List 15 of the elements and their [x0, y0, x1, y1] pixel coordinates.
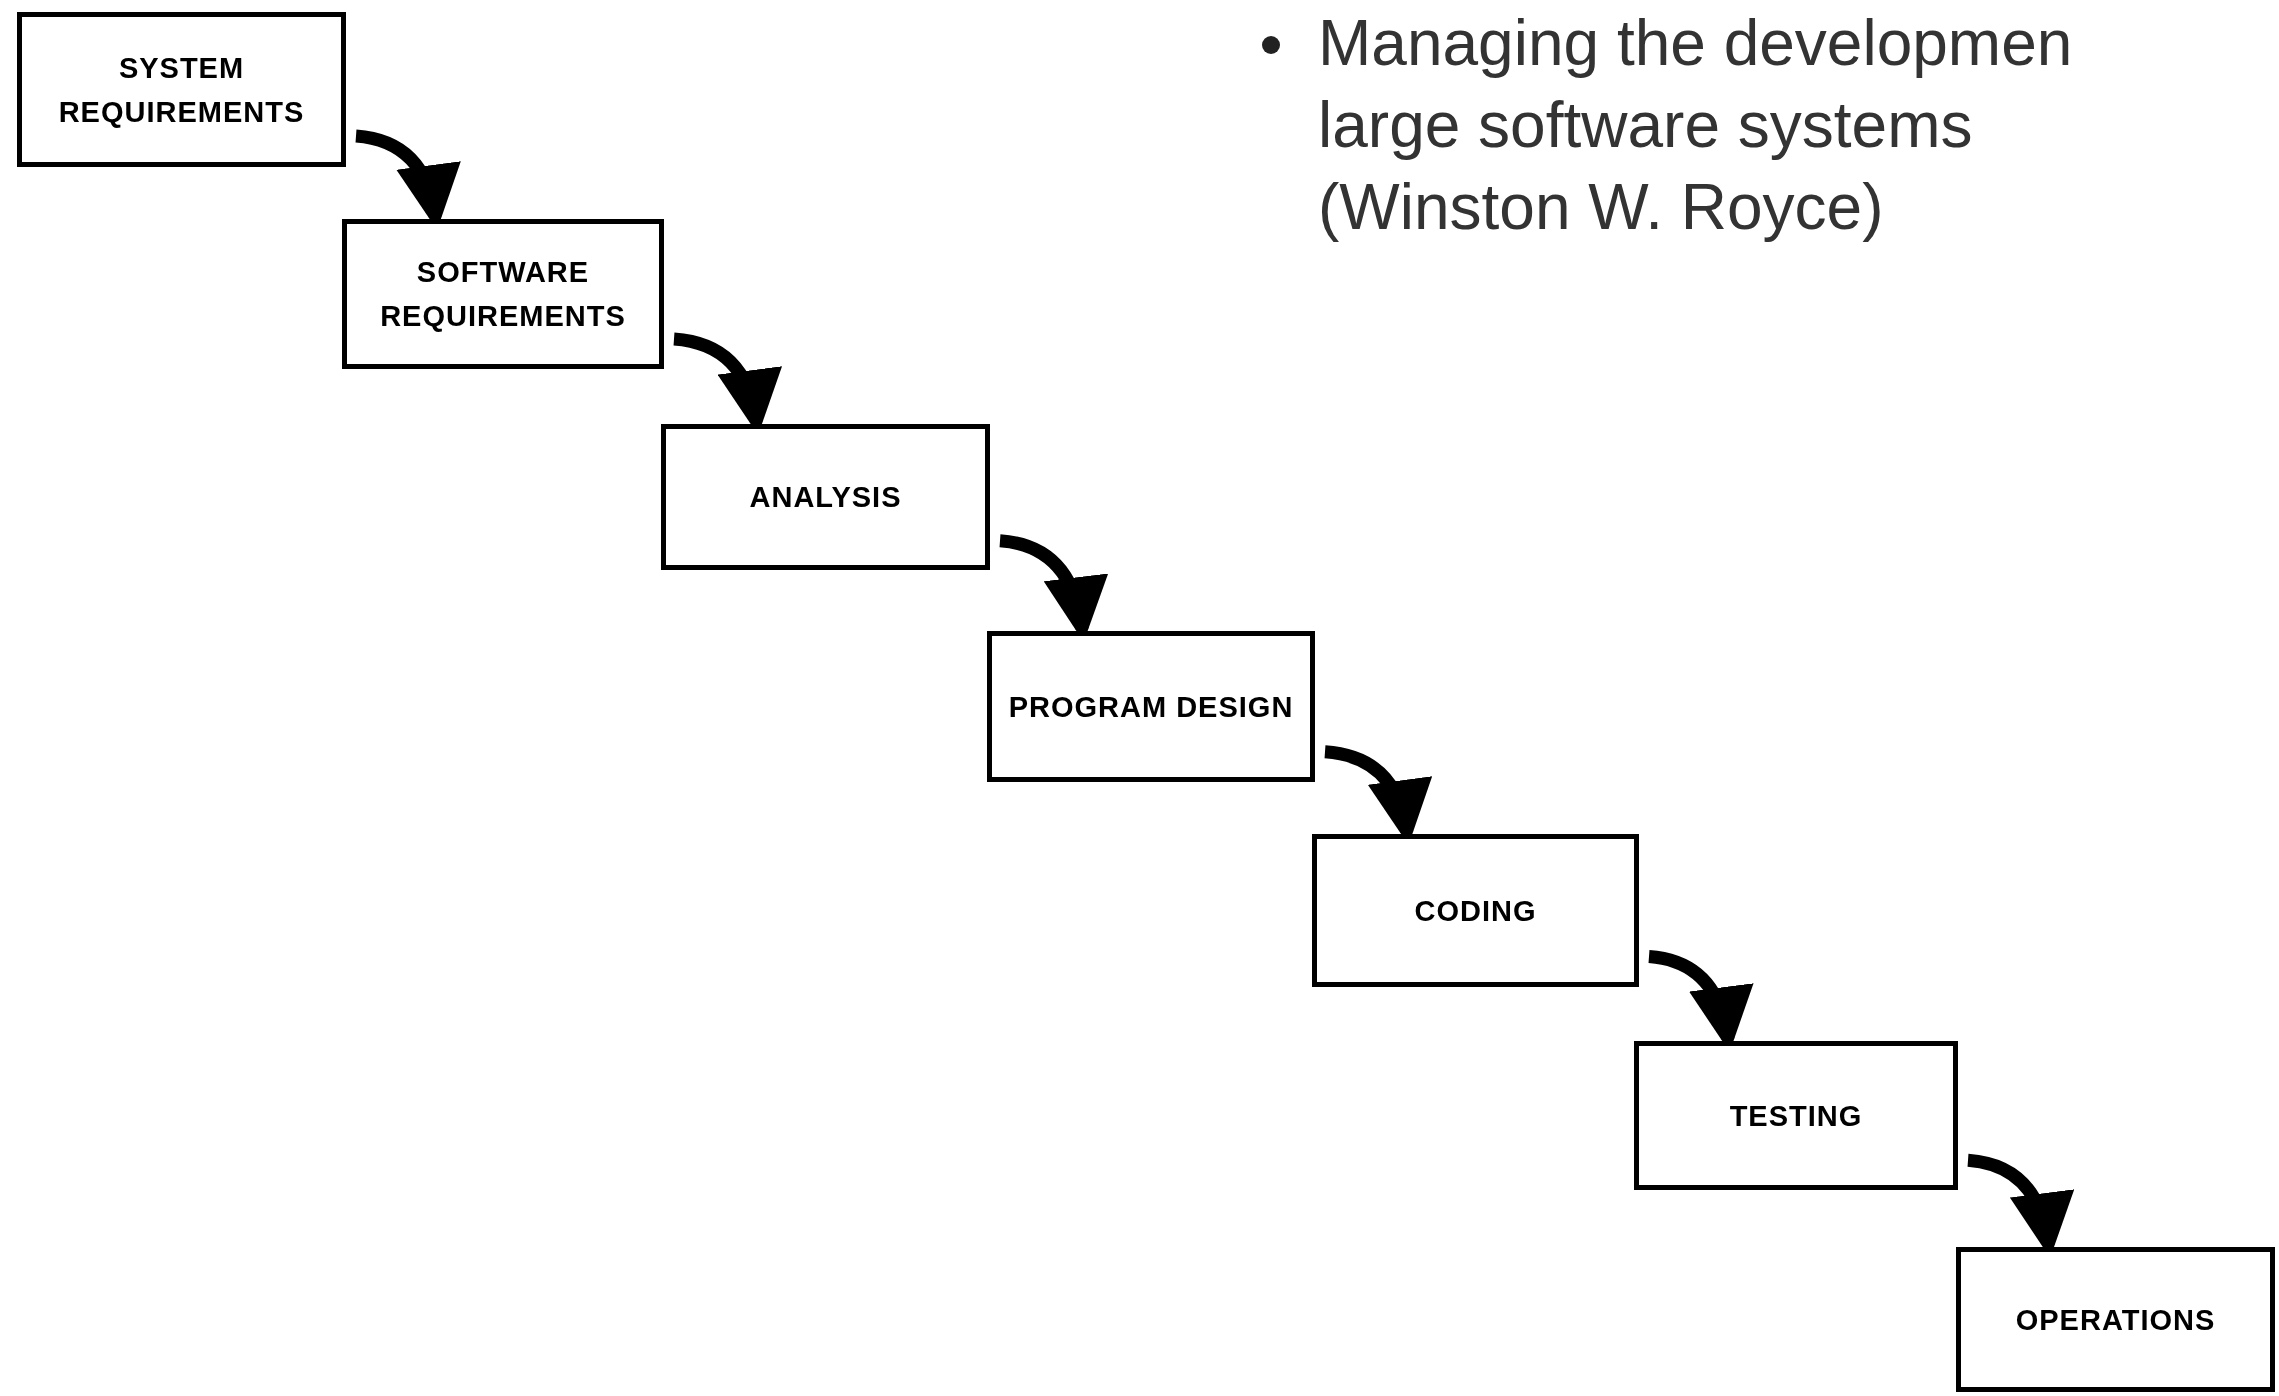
- step-label: PROGRAM DESIGN: [1007, 689, 1295, 725]
- step-label: SOFTWARE REQUIREMENTS: [379, 255, 627, 334]
- step-label: TESTING: [1728, 1098, 1864, 1134]
- step-label: SYSTEM REQUIREMENTS: [57, 50, 306, 130]
- process-box: [17, 12, 346, 167]
- step-label: CODING: [1413, 893, 1538, 929]
- process-box: [1634, 1041, 1958, 1190]
- step-label: ANALYSIS: [748, 480, 903, 515]
- process-box: [1956, 1247, 2275, 1392]
- process-box: [661, 424, 990, 570]
- process-box: [987, 631, 1315, 782]
- process-box: [342, 219, 664, 369]
- process-box: [1312, 834, 1639, 987]
- note-text: Managing the developmen large software systems (Winston W. Royce): [1318, 6, 2074, 245]
- step-label: OPERATIONS: [2014, 1302, 2217, 1338]
